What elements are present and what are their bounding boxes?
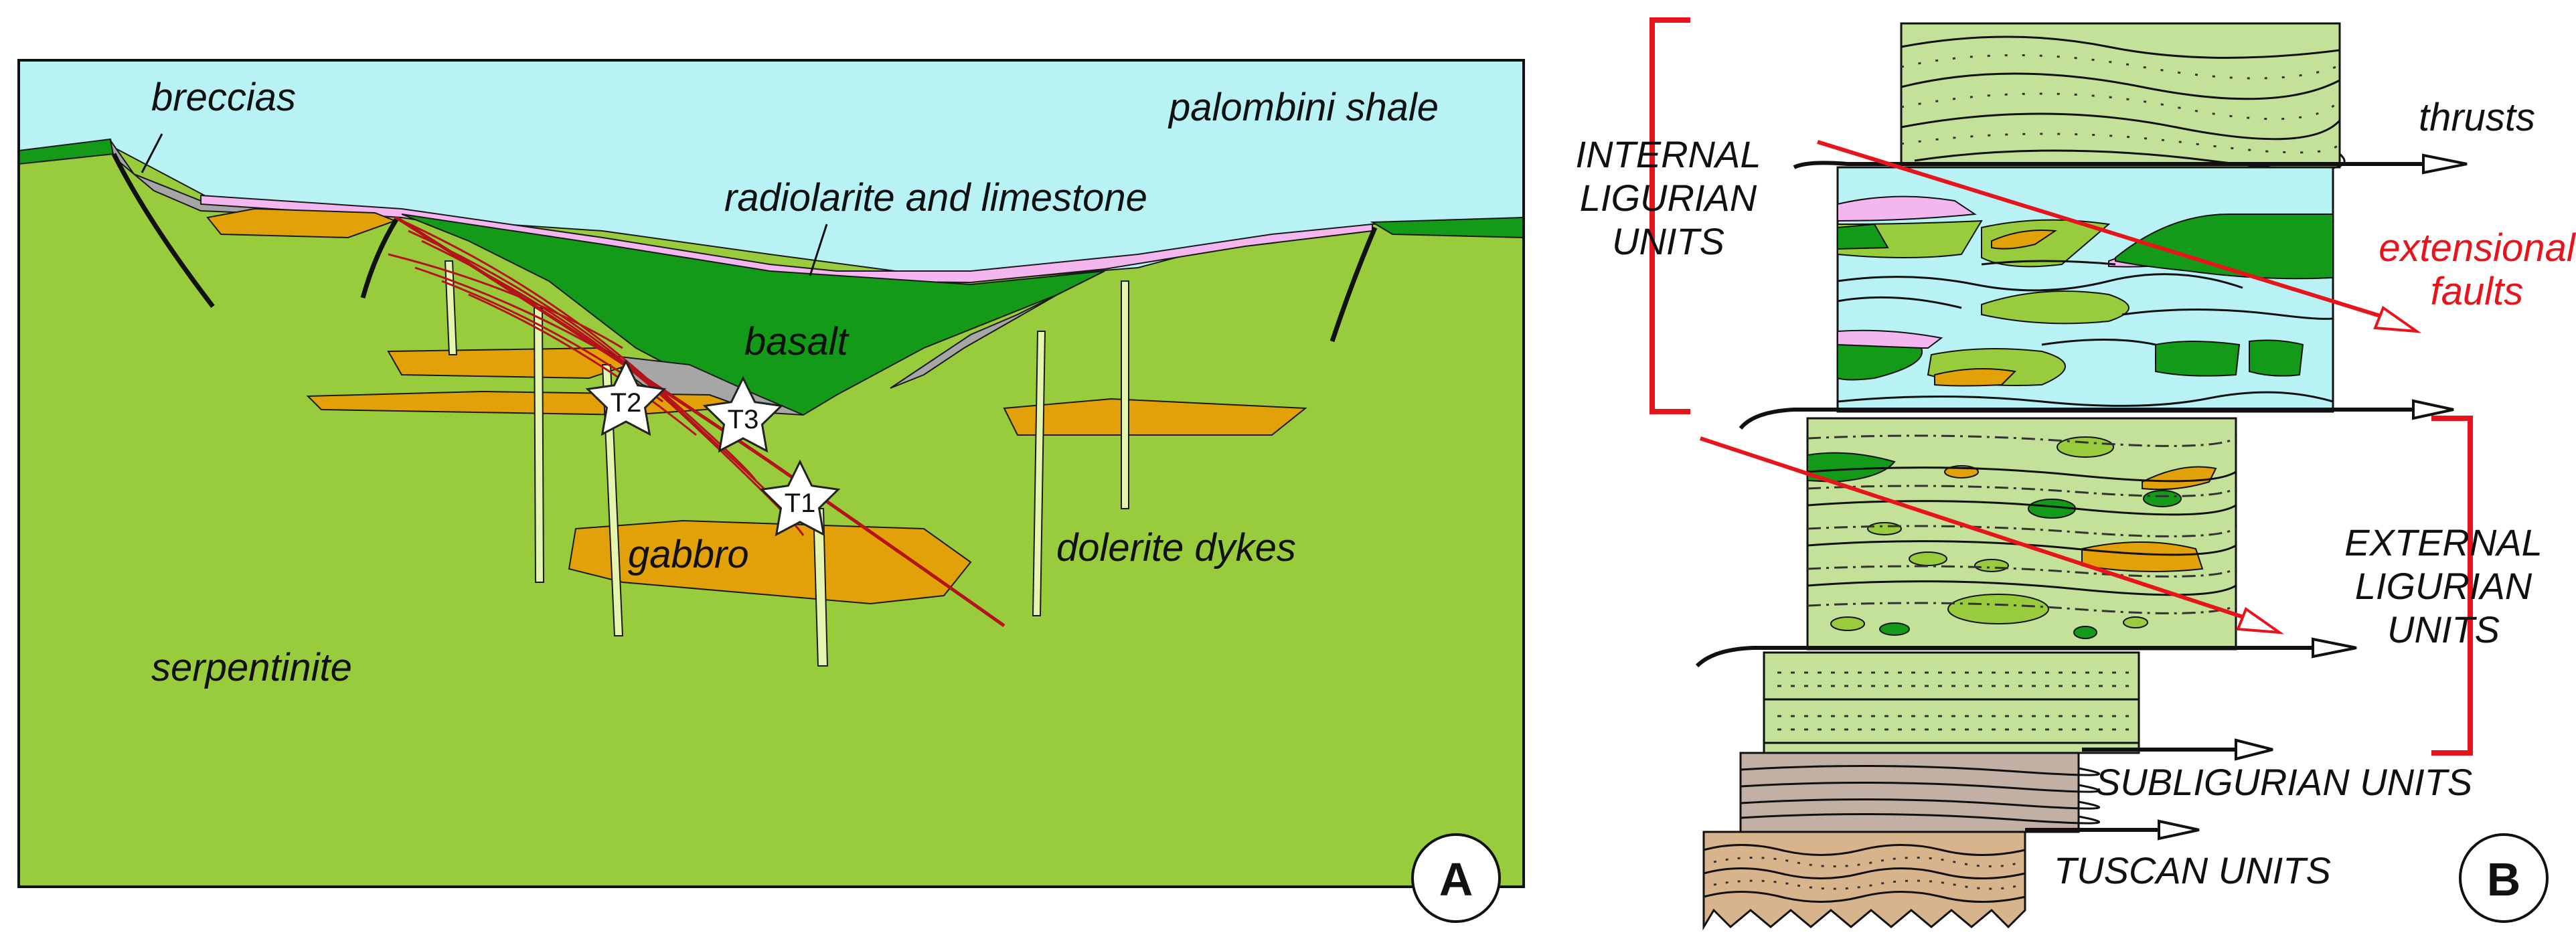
gabbro-lens-2 [387, 347, 631, 379]
gabbro-label: gabbro [628, 533, 749, 576]
thrusts-label: thrusts [2419, 96, 2535, 139]
breccias-leader [141, 133, 163, 173]
extensional-fault-upper [1817, 140, 2387, 320]
thrust-1 [1793, 161, 2423, 169]
detachment-fault [395, 216, 1005, 628]
panel-a-frame [17, 59, 1525, 888]
serpentinite-label: serpentinite [151, 646, 352, 689]
external-ligurian-label-1: EXTERNAL [2344, 521, 2543, 564]
basalt-label: basalt [744, 320, 850, 363]
dyke-6 [1121, 280, 1129, 509]
extensional-faults-label-2: faults [2431, 270, 2524, 313]
subligurian-layer [1739, 752, 2101, 833]
tuscan-layer [1702, 831, 2026, 931]
gabbro-lens-5 [568, 519, 972, 605]
thrust-arrowheads [2158, 153, 2468, 841]
extensional-faults-label-1: extensional [2379, 226, 2576, 270]
extensional-faults [1700, 140, 2422, 634]
svg-text:T2: T2 [611, 388, 642, 418]
breccias-label: breccias [151, 76, 296, 119]
right-basalt-cap [1370, 216, 1524, 239]
radiolarite-label: radiolarite and limestone [724, 176, 1147, 220]
svg-text:T1: T1 [785, 489, 816, 518]
inner-normal-fault [360, 218, 398, 298]
dyke-2 [533, 307, 545, 583]
thrust-3 [1695, 646, 2313, 668]
lower-ligurian-layer [1763, 651, 2140, 754]
palombini-shale-label: palombini shale [1168, 86, 1439, 129]
internal-ligurian-label-2: LIGURIAN [1580, 177, 1757, 219]
tuscan-units-label: TUSCAN UNITS [2054, 849, 2331, 891]
panel-b-badge: B [2459, 833, 2549, 923]
internal-ligurian-bracket [1649, 17, 1690, 414]
svg-text:T3: T3 [728, 405, 759, 434]
panel-a-badge: A [1411, 833, 1501, 923]
extensional-fault-lower [1700, 436, 2250, 621]
external-ligurian-label-2: LIGURIAN [2355, 565, 2532, 607]
left-normal-fault [111, 153, 215, 309]
svg-text:B: B [2487, 853, 2521, 906]
dyke-5 [1032, 331, 1046, 616]
dolerite-dykes-group [444, 260, 1129, 667]
sample-star-t2: T2 [585, 359, 667, 436]
internal-ligurian-label-3: UNITS [1612, 220, 1724, 262]
svg-text:A: A [1439, 853, 1473, 906]
top-thrust-sheet [1900, 22, 2346, 171]
external-ligurian-bracket [2431, 416, 2473, 756]
subligurian-units-label: SUBLIGURIAN UNITS [2095, 761, 2472, 803]
external-ligurian-label-3: UNITS [2387, 608, 2500, 651]
serpentinite-body [19, 143, 1524, 887]
sample-star-t3: T3 [702, 375, 784, 453]
panel-a: breccias palombini shale radiolarite and… [17, 59, 1525, 923]
internal-ligurian-label-1: INTERNAL [1576, 133, 1761, 175]
gabbro-lens-4 [1003, 398, 1307, 436]
external-ligurian-block [1806, 417, 2237, 651]
panel-b: thrusts extensional faults INTERNAL LIGU… [1576, 17, 2576, 931]
breccia-wedge-right [890, 270, 1105, 389]
right-normal-fault [1330, 226, 1378, 343]
internal-ligurian-block [1836, 166, 2334, 413]
basalt-wedge [401, 213, 1105, 416]
radiolarite-leader [809, 224, 828, 276]
sample-star-t1: T1 [759, 459, 841, 537]
thrust-2 [1739, 408, 2413, 430]
dolerite-dykes-label: dolerite dykes [1056, 526, 1296, 570]
